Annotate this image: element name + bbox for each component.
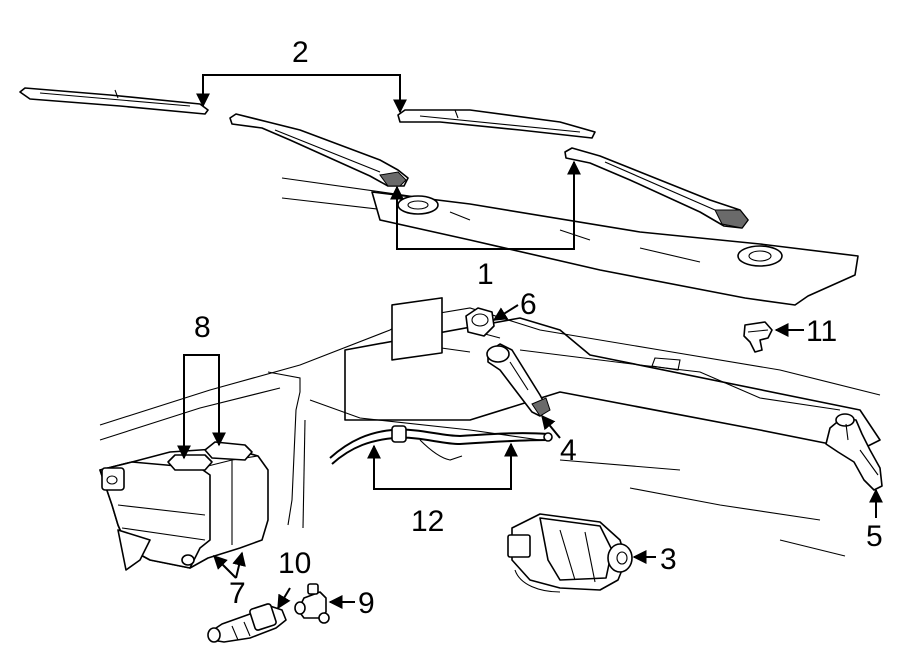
tee-connector (294, 583, 330, 624)
leader-lines (177, 74, 883, 610)
clip-part (743, 321, 773, 353)
callout-12: 12 (411, 505, 444, 538)
washer-pump (207, 603, 287, 643)
wiper-motor (507, 513, 633, 593)
callout-6: 6 (520, 288, 537, 321)
wiper-arm-left (229, 113, 409, 187)
callout-9: 9 (358, 587, 375, 620)
wiper-blade-left (19, 87, 209, 115)
callout-10: 10 (278, 547, 311, 580)
callout-2: 2 (292, 36, 309, 69)
callout-1: 1 (477, 258, 494, 291)
washer-hose (329, 425, 553, 465)
engine-bay-outline (99, 297, 881, 557)
pivot-nut (465, 307, 495, 337)
callout-3: 3 (660, 543, 677, 576)
callout-5: 5 (866, 520, 883, 553)
washer-reservoir (99, 441, 269, 571)
pivot-right (825, 413, 883, 491)
callout-8: 8 (194, 311, 211, 344)
callout-11: 11 (806, 315, 837, 348)
callout-7: 7 (229, 577, 246, 610)
wiper-blade-right (397, 109, 596, 139)
pivot-assembly (486, 343, 551, 417)
wiper-arm-right (564, 147, 749, 229)
cowl-panel (281, 177, 859, 306)
callout-4: 4 (560, 434, 577, 467)
